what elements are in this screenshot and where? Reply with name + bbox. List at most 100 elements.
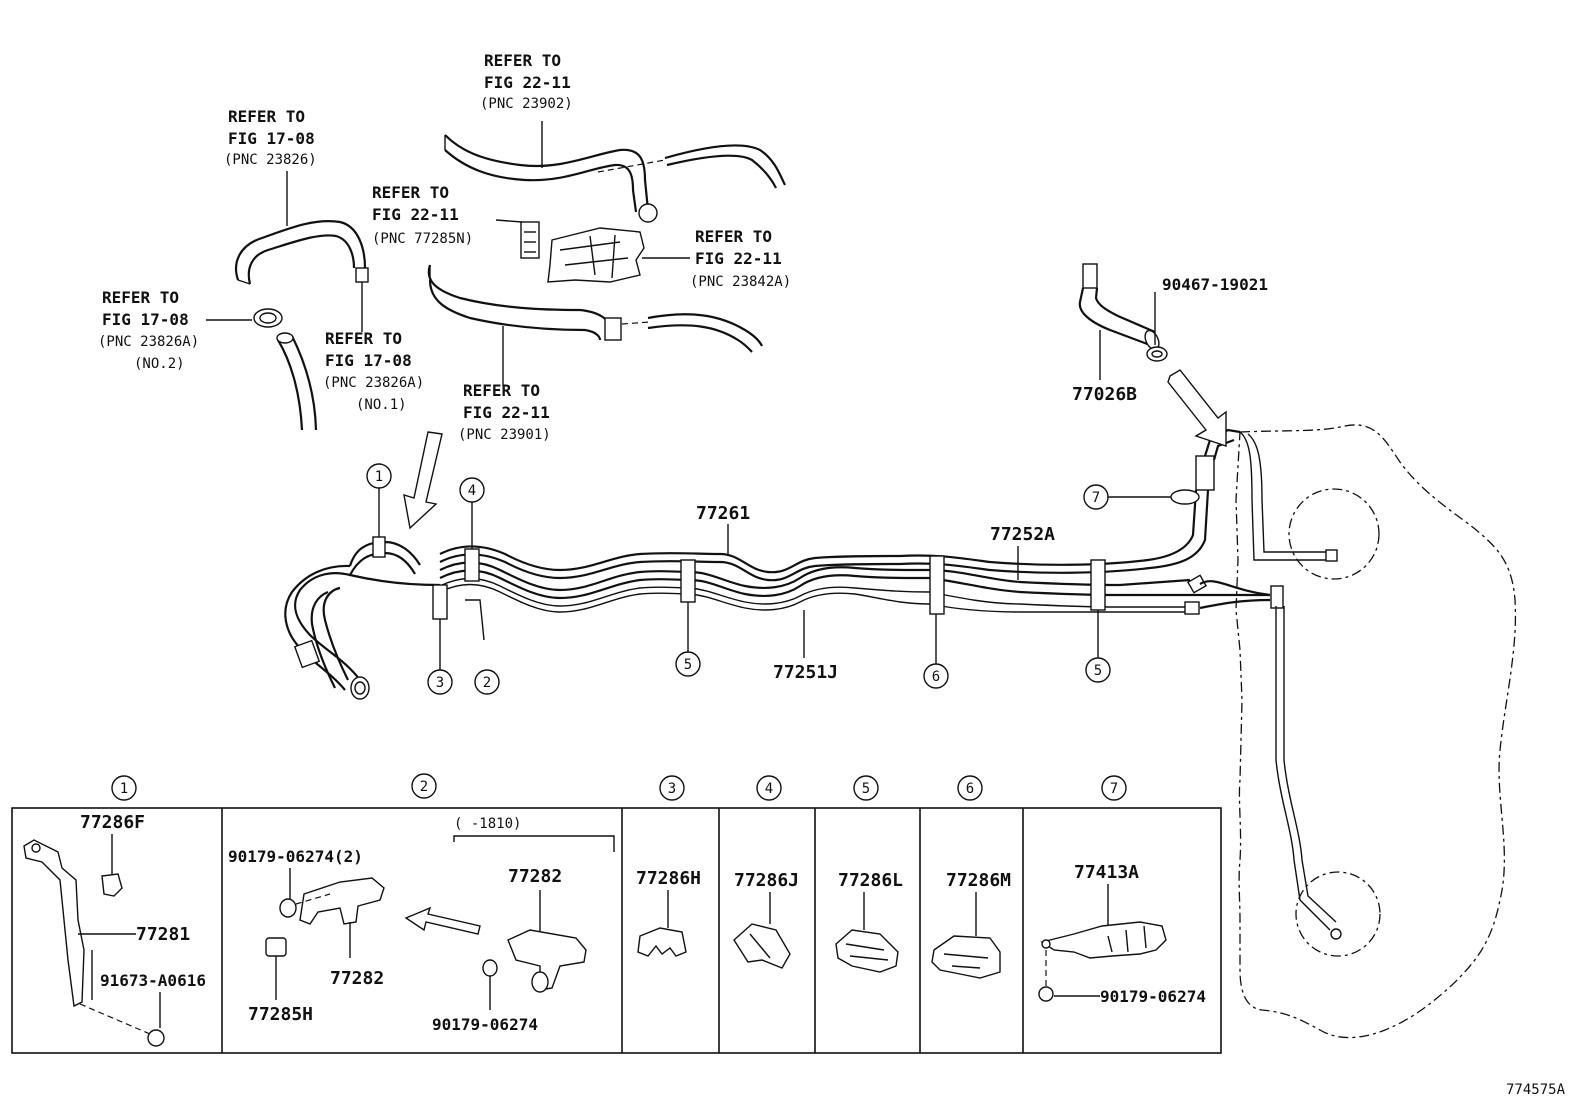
box-2: ( -1810) 90179-06274(2) 77282 77285H 772… <box>228 816 615 1034</box>
box-4-label-77286j: 77286J <box>734 870 799 891</box>
box-6-num: 6 <box>966 781 974 797</box>
box-6-label-77286m: 77286M <box>946 870 1011 891</box>
part-77251j: 77251J <box>773 662 838 683</box>
callout-5a-num: 5 <box>684 657 692 673</box>
part-90467-19021: 90467-19021 <box>1162 275 1268 294</box>
box-1: 77286F 77281 91673-A0616 <box>23 812 206 1047</box>
ref-23902-line1: REFER TO <box>484 51 561 70</box>
ref-23826a-no1-line3: (PNC 23826A) <box>323 375 424 391</box>
hose-23902 <box>444 121 786 223</box>
clamp-4 <box>464 548 480 582</box>
box-1-header: 1 <box>111 775 137 801</box>
box-7-header: 7 <box>1101 775 1127 801</box>
box-6-header: 6 <box>957 775 983 801</box>
box-1-num: 1 <box>120 781 128 797</box>
filler-hose-77026b: 77026B 90467-19021 <box>1072 263 1268 447</box>
fuel-tank <box>1235 424 1517 1039</box>
ref-23901-line2: FIG 22-11 <box>463 403 550 422</box>
box-2-label-77282-left: 77282 <box>330 968 384 989</box>
callout-7-num: 7 <box>1092 490 1100 506</box>
hose-23826 <box>235 171 369 332</box>
clamp-no2 <box>206 308 318 431</box>
callout-7: 7 <box>1083 484 1109 510</box>
box-4-num: 4 <box>765 781 773 797</box>
box-5-label-77286l: 77286L <box>838 870 903 891</box>
ref-23842a-line2: FIG 22-11 <box>695 249 782 268</box>
ref-23842a-line3: (PNC 23842A) <box>690 274 791 290</box>
box-2-label-90179-2: 90179-06274(2) <box>228 847 363 866</box>
clamp-3 <box>432 584 448 620</box>
clamp-5b <box>1090 559 1106 611</box>
callout-4: 4 <box>459 477 485 549</box>
part-77252a: 77252A <box>990 524 1055 545</box>
ref-77285n-line2: FIG 22-11 <box>372 205 459 224</box>
box-5-header: 5 <box>853 775 879 801</box>
box-6: 77286M <box>931 870 1011 979</box>
box-4-header: 4 <box>756 775 782 801</box>
bracket-23842a <box>547 227 690 283</box>
box-4: 77286J <box>733 870 799 969</box>
box-7: 77413A 90179-06274 <box>1038 862 1206 1006</box>
callout-6: 6 <box>923 614 949 689</box>
ref-23902-line3: (PNC 23902) <box>480 96 573 112</box>
ref-23826: REFER TO FIG 17-08 (PNC 23826) <box>224 107 317 168</box>
ref-23901-line1: REFER TO <box>463 381 540 400</box>
ref-77285n-line1: REFER TO <box>372 183 449 202</box>
box-3-label-77286h: 77286H <box>636 868 701 889</box>
ref-23826-line2: FIG 17-08 <box>228 129 315 148</box>
box-2-num: 2 <box>420 779 428 795</box>
box-2-label-77282-right: 77282 <box>508 866 562 887</box>
detail-frame <box>11 807 1222 1054</box>
box-3-header: 3 <box>659 775 685 801</box>
box-3-num: 3 <box>668 781 676 797</box>
ref-23842a: REFER TO FIG 22-11 (PNC 23842A) <box>690 227 791 290</box>
ref-23826a-no1: REFER TO FIG 17-08 (PNC 23826A) (NO.1) <box>323 329 424 413</box>
box-2-range: ( -1810) <box>454 816 521 832</box>
callout-5a: 5 <box>675 602 701 677</box>
ref-23902: REFER TO FIG 22-11 (PNC 23902) <box>480 51 573 112</box>
callout-6-num: 6 <box>932 669 940 685</box>
connector-77285n <box>495 219 540 259</box>
box-2-label-90179: 90179-06274 <box>432 1015 538 1034</box>
ref-23826a-no1-line1: REFER TO <box>325 329 402 348</box>
ref-23826a-no2: REFER TO FIG 17-08 (PNC 23826A) (NO.2) <box>98 288 199 372</box>
callout-3-num: 3 <box>436 675 444 691</box>
box-7-label-77413a: 77413A <box>1074 862 1139 883</box>
callout-3: 3 <box>427 619 453 695</box>
arrow-to-pipes <box>403 431 443 530</box>
ref-23826a-no1-line2: FIG 17-08 <box>325 351 412 370</box>
ref-23826-line3: (PNC 23826) <box>224 152 317 168</box>
ref-23901-line3: (PNC 23901) <box>458 427 551 443</box>
callout-1: 1 <box>366 463 392 537</box>
box-1-label-77281: 77281 <box>136 924 190 945</box>
part-77026b: 77026B <box>1072 384 1137 405</box>
clamp-1 <box>372 536 386 558</box>
callout-2: 2 <box>474 669 500 695</box>
box-2-header: 2 <box>411 773 437 799</box>
callout-2-num: 2 <box>483 675 491 691</box>
box-2-label-77285h: 77285H <box>248 1004 313 1025</box>
box-1-label-91673: 91673-A0616 <box>100 971 206 990</box>
ref-23902-line2: FIG 22-11 <box>484 73 571 92</box>
callout-5b-num: 5 <box>1094 663 1102 679</box>
box-7-num: 7 <box>1110 781 1118 797</box>
ref-23826-line1: REFER TO <box>228 107 305 126</box>
callout-4-num: 4 <box>468 483 476 499</box>
box-3: 77286H <box>636 868 701 957</box>
ref-23826a-no1-line4: (NO.1) <box>356 397 407 413</box>
main-pipes <box>284 428 1284 700</box>
ref-23826a-no2-line1: REFER TO <box>102 288 179 307</box>
box-5: 77286L <box>835 870 903 973</box>
ref-23826a-no2-line4: (NO.2) <box>134 356 185 372</box>
ref-23901: REFER TO FIG 22-11 (PNC 23901) <box>458 381 551 443</box>
part-77261: 77261 <box>696 503 750 524</box>
ref-77285n: REFER TO FIG 22-11 (PNC 77285N) <box>372 183 473 247</box>
figure-id: 774575A <box>1506 1082 1566 1098</box>
box-7-label-90179: 90179-06274 <box>1100 987 1206 1006</box>
ref-77285n-line3: (PNC 77285N) <box>372 231 473 247</box>
box-2-arrow <box>404 906 481 935</box>
clamp-6 <box>929 555 945 615</box>
ref-23826a-no2-line3: (PNC 23826A) <box>98 334 199 350</box>
ref-23842a-line1: REFER TO <box>695 227 772 246</box>
